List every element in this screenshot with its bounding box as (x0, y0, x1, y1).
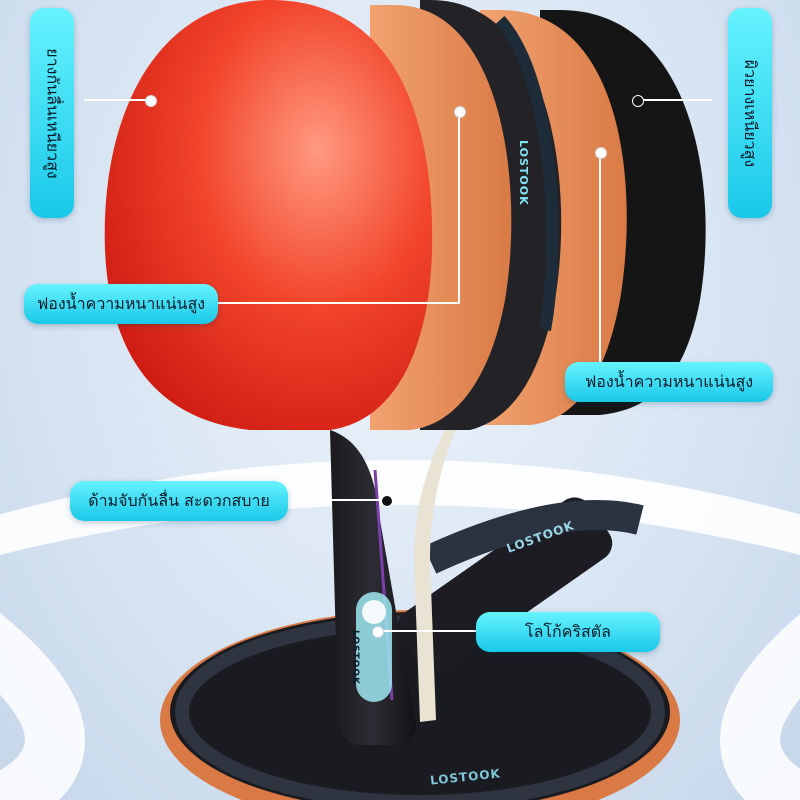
label-anti-slip-rubber-text: ยางกันลื่นเหนียวสูง (43, 47, 63, 179)
brand-wordmark-badge: LOSTOOK (350, 630, 360, 685)
marker-dot-black-rubber (632, 95, 644, 107)
brand-wordmark-blade: LOSTOOK (517, 140, 530, 206)
label-handle-text: ด้ามจับกันลื่น สะดวกสบาย (88, 490, 270, 510)
lying-paddle-handle (397, 497, 613, 673)
marker-dot-red-rubber (145, 95, 157, 107)
handle-wood-edge (414, 430, 455, 722)
leader-line-logo (376, 630, 476, 632)
label-handle: ด้ามจับกันลื่น สะดวกสบาย (70, 481, 288, 521)
label-crystal-logo: โลโก้คริสตัล (476, 612, 660, 652)
crystal-logo-mark (362, 600, 386, 624)
label-crystal-logo-text: โลโก้คริสตัล (525, 621, 611, 641)
blade-edge-tape (495, 15, 559, 332)
label-tacky-rubber-surface-text: ผิวยางเหนียวสูง (741, 59, 761, 167)
marker-dot-sponge-back (595, 147, 607, 159)
label-sponge-right-text: ฟองน้ำความหนาแน่นสูง (584, 371, 754, 391)
marker-dot-handle (381, 495, 393, 507)
label-sponge-right: ฟองน้ำความหนาแน่นสูง (565, 362, 773, 402)
marker-dot-logo (372, 626, 384, 638)
leader-line-sponge-left-vertical (458, 112, 460, 304)
leader-line-sponge-left-horizontal (218, 302, 460, 304)
red-rubber-face (104, 0, 433, 430)
label-tacky-rubber-surface: ผิวยางเหนียวสูง (728, 8, 772, 218)
label-sponge-left-text: ฟองน้ำความหนาแน่นสูง (36, 293, 206, 313)
label-sponge-left: ฟองน้ำความหนาแน่นสูง (24, 284, 218, 324)
bg-arc-right (720, 613, 800, 800)
leader-line-right-top (640, 99, 712, 101)
marker-dot-sponge-front (454, 106, 466, 118)
edge-tape-ribbon (423, 500, 644, 574)
leader-line-handle (288, 499, 386, 501)
leader-line-left-top (84, 99, 150, 101)
leader-line-sponge-right (599, 152, 601, 364)
main-handle (330, 430, 416, 746)
bg-arc-left (0, 613, 85, 800)
label-anti-slip-rubber: ยางกันลื่นเหนียวสูง (30, 8, 74, 218)
